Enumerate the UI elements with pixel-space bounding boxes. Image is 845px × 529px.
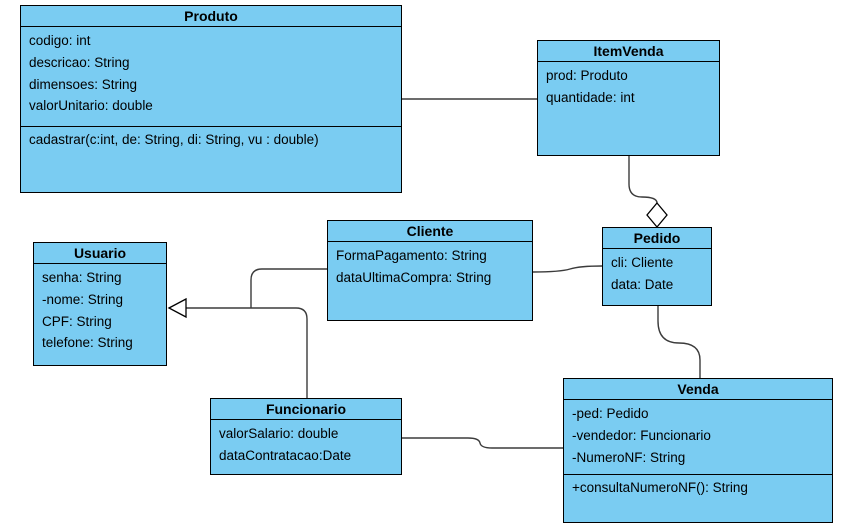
class-funcionario[interactable]: Funcionario valorSalario: double dataCon…	[210, 398, 402, 475]
attribute: valorSalario: double	[219, 426, 339, 441]
edge-cliente-usuario[interactable]	[250, 268, 327, 308]
class-venda-methods: +consultaNumeroNF(): String	[564, 474, 832, 522]
attribute: -nome: String	[42, 291, 124, 307]
method: +consultaNumeroNF(): String	[572, 480, 748, 495]
attribute: -NumeroNF: String	[572, 449, 686, 465]
class-produto-attributes: codigo: int descricao: String dimensoes:…	[21, 27, 401, 126]
class-funcionario-attributes: valorSalario: double dataContratacao:Dat…	[211, 420, 401, 474]
class-venda-attributes: -ped: Pedido -vendedor: Funcionario -Num…	[564, 400, 832, 474]
class-itemvenda-attributes: prod: Produto quantidade: int	[538, 62, 719, 155]
class-pedido[interactable]: Pedido cli: Cliente data: Date	[602, 227, 712, 306]
class-venda[interactable]: Venda -ped: Pedido -vendedor: Funcionari…	[563, 378, 833, 523]
edge-itemvenda-pedido[interactable]	[628, 156, 658, 204]
edge-funcionario-usuario[interactable]	[186, 307, 308, 398]
class-cliente-name: Cliente	[328, 221, 532, 242]
class-produto-name: Produto	[21, 6, 401, 27]
class-usuario-attributes: senha: String -nome: String CPF: String …	[34, 264, 166, 365]
class-pedido-name: Pedido	[603, 228, 711, 249]
class-cliente-attributes: FormaPagamento: String dataUltimaCompra:…	[328, 242, 532, 320]
attribute: dimensoes: String	[29, 76, 138, 92]
class-produto-methods: cadastrar(c:int, de: String, di: String,…	[21, 126, 401, 192]
attribute: senha: String	[42, 270, 122, 285]
class-itemvenda[interactable]: ItemVenda prod: Produto quantidade: int	[537, 40, 720, 156]
attribute: FormaPagamento: String	[336, 248, 487, 263]
attribute: -ped: Pedido	[572, 406, 649, 421]
attribute: -vendedor: Funcionario	[572, 427, 711, 443]
class-usuario-name: Usuario	[34, 243, 166, 264]
class-pedido-attributes: cli: Cliente data: Date	[603, 249, 711, 305]
generalization-arrow-icon	[167, 297, 187, 319]
class-funcionario-name: Funcionario	[211, 399, 401, 420]
attribute: dataUltimaCompra: String	[336, 269, 492, 285]
attribute: quantidade: int	[546, 89, 635, 105]
class-produto[interactable]: Produto codigo: int descricao: String di…	[20, 5, 402, 193]
attribute: valorUnitario: double	[29, 98, 153, 114]
class-itemvenda-name: ItemVenda	[538, 41, 719, 62]
attribute: prod: Produto	[546, 68, 628, 83]
attribute: dataContratacao:Date	[219, 447, 352, 463]
attribute: data: Date	[611, 276, 674, 292]
edge-cliente-pedido[interactable]	[532, 265, 603, 273]
attribute: telefone: String	[42, 335, 133, 351]
attribute: codigo: int	[29, 33, 91, 48]
class-usuario[interactable]: Usuario senha: String -nome: String CPF:…	[33, 242, 167, 366]
class-cliente[interactable]: Cliente FormaPagamento: String dataUltim…	[327, 220, 533, 321]
class-venda-name: Venda	[564, 379, 832, 400]
aggregation-diamond-icon	[646, 201, 668, 229]
edge-pedido-venda[interactable]	[657, 306, 701, 378]
attribute: cli: Cliente	[611, 255, 674, 270]
attribute: CPF: String	[42, 313, 112, 329]
method: cadastrar(c:int, de: String, di: String,…	[29, 132, 319, 147]
attribute: descricao: String	[29, 54, 130, 70]
edge-funcionario-venda[interactable]	[402, 437, 563, 449]
